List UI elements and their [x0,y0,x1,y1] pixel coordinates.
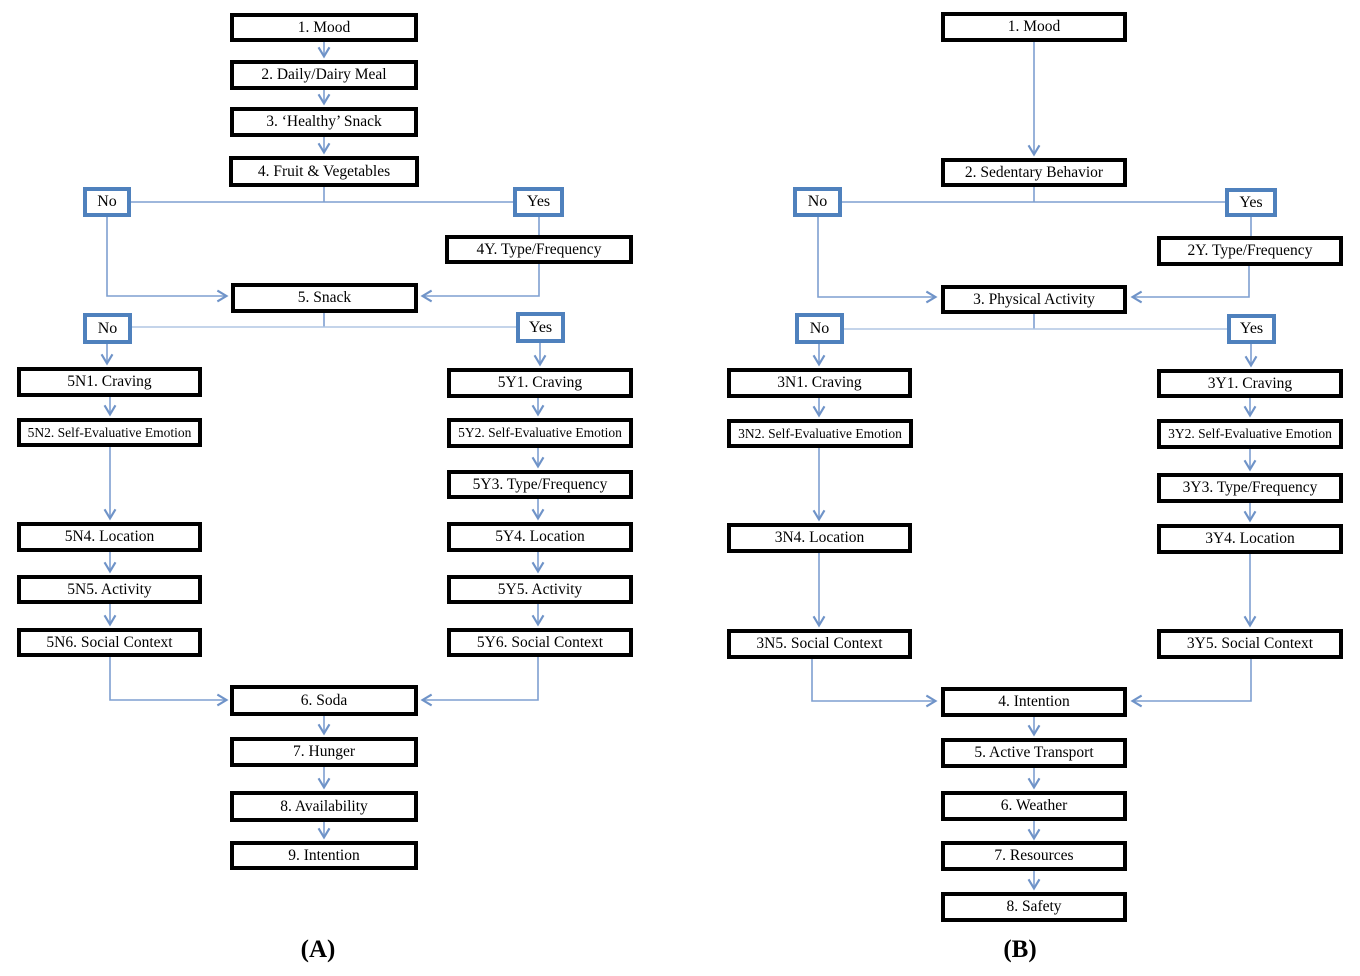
flow-box-b-social-context-3n5: 3N5. Social Context [727,629,912,659]
flow-box-a-social-context-5y6: 5Y6. Social Context [447,628,633,657]
edge-b-3y5-to-intention [1130,659,1252,708]
flow-box-b-resources: 7. Resources [941,841,1127,871]
edge-b-2y-to-physical [1130,266,1250,304]
edge-a-5n6-to-soda [109,657,229,707]
flow-box-a-craving-5y1: 5Y1. Craving [447,368,633,398]
flow-box-b-location-3y4: 3Y4. Location [1157,524,1343,554]
flow-box-a-snack: 5. Snack [231,283,418,313]
flow-box-b-craving-3n1: 3N1. Craving [727,368,912,398]
edge-b-3n5-to-intention [811,659,938,708]
flow-box-a-mood: 1. Mood [230,13,418,42]
panel-a-caption: (A) [300,936,336,963]
flow-box-a-soda: 6. Soda [230,685,418,716]
decision-b-yes-physical: Yes [1227,314,1276,344]
flow-box-b-intention: 4. Intention [941,687,1127,717]
flow-box-b-self-evaluative-emotion-3n2: 3N2. Self-Evaluative Emotion [727,419,913,448]
flow-box-a-location-5y4: 5Y4. Location [447,522,633,552]
decision-b-no-sedentary: No [793,187,842,217]
panel-b-connectors [811,42,1258,891]
flow-box-a-activity-5y5: 5Y5. Activity [447,575,633,604]
edge-b-no1-to-physical [817,217,938,304]
decision-b-no-physical: No [795,313,844,344]
edge-a-5y6-to-soda [420,657,539,707]
flow-box-b-safety: 8. Safety [941,892,1127,922]
flow-box-b-craving-3y1: 3Y1. Craving [1157,369,1343,398]
flow-box-a-intention: 9. Intention [230,841,418,870]
flow-box-a-self-evaluative-emotion-5n2: 5N2. Self-Evaluative Emotion [17,418,202,447]
flow-box-b-social-context-3y5: 3Y5. Social Context [1157,629,1343,659]
flow-box-b-type-frequency-3y3: 3Y3. Type/Frequency [1157,473,1343,503]
panel-a-connectors [100,41,547,840]
flow-box-a-type-frequency-4y: 4Y. Type/Frequency [445,235,633,264]
flow-box-a-availability: 8. Availability [230,791,418,822]
flow-box-b-weather: 6. Weather [941,791,1127,821]
flow-box-a-fruit-vegetables: 4. Fruit & Vegetables [229,156,419,187]
edge-a-4y-to-snack [420,264,540,303]
flow-box-b-active-transport: 5. Active Transport [941,738,1127,768]
decision-a-yes-fruit-veg: Yes [513,187,564,217]
decision-b-yes-sedentary: Yes [1225,188,1277,217]
flow-box-a-daily-dairy-meal: 2. Daily/Dairy Meal [230,60,418,90]
decision-a-no-snack: No [83,313,132,344]
decision-a-no-fruit-veg: No [83,187,131,217]
flow-box-a-social-context-5n6: 5N6. Social Context [17,628,202,657]
flow-box-b-location-3n4: 3N4. Location [727,523,912,553]
flow-box-a-hunger: 7. Hunger [230,737,418,767]
flow-box-b-self-evaluative-emotion-3y2: 3Y2. Self-Evaluative Emotion [1157,419,1343,449]
edge-a-no1-to-snack [106,217,229,303]
flow-box-a-type-frequency-5y3: 5Y3. Type/Frequency [447,470,633,499]
panel-b-caption: (B) [1003,936,1037,963]
flow-box-b-sedentary-behavior: 2. Sedentary Behavior [941,158,1127,187]
decision-a-yes-snack: Yes [516,312,565,343]
flow-box-a-healthy-snack: 3. ‘Healthy’ Snack [230,107,418,137]
flow-box-b-type-frequency-2y: 2Y. Type/Frequency [1157,236,1343,266]
flow-box-b-physical-activity: 3. Physical Activity [941,285,1127,314]
flow-box-a-self-evaluative-emotion-5y2: 5Y2. Self-Evaluative Emotion [447,418,633,448]
flow-box-a-location-5n4: 5N4. Location [17,522,202,552]
flow-box-a-craving-5n1: 5N1. Craving [17,367,202,397]
flow-box-a-activity-5n5: 5N5. Activity [17,575,202,604]
flow-box-b-mood: 1. Mood [941,12,1127,42]
